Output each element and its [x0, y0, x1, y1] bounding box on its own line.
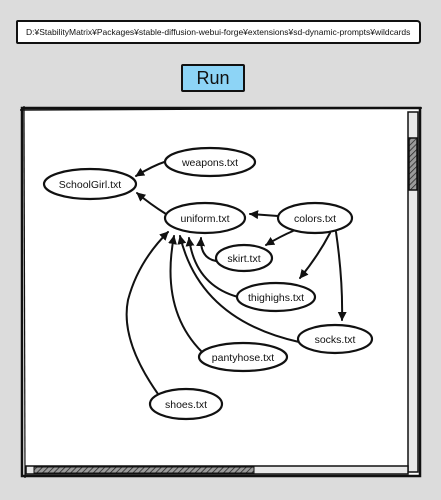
edge-uniform-schoolgirl	[136, 192, 167, 215]
horizontal-scrollbar[interactable]	[25, 465, 409, 475]
node-skirt[interactable]: skirt.txt	[214, 243, 274, 273]
graph-frame-left-edge	[23, 105, 26, 479]
edge-socks-uniform	[177, 235, 300, 343]
vertical-scrollbar-thumb[interactable]	[408, 137, 418, 191]
node-schoolgirl-shape[interactable]	[42, 167, 138, 201]
edge-shoes-uniform	[125, 231, 169, 395]
node-colors-shape[interactable]	[276, 201, 354, 235]
node-colors-label: colors.txt	[294, 213, 336, 225]
node-thighighs-label: thighighs.txt	[248, 292, 304, 304]
node-weapons-shape[interactable]	[163, 146, 257, 178]
node-shoes-label: shoes.txt	[165, 399, 207, 411]
node-colors[interactable]: colors.txt	[276, 201, 354, 235]
node-weapons[interactable]: weapons.txt	[163, 146, 257, 178]
node-socks-label: socks.txt	[315, 334, 356, 346]
node-shoes[interactable]: shoes.txt	[148, 387, 224, 421]
node-uniform-label: uniform.txt	[180, 213, 229, 225]
node-schoolgirl-label: SchoolGirl.txt	[59, 179, 122, 191]
edge-colors-socks	[335, 231, 347, 321]
vertical-scrollbar-track[interactable]	[407, 111, 419, 473]
graph-edges	[125, 160, 347, 395]
node-skirt-shape[interactable]	[214, 243, 274, 273]
node-weapons-label: weapons.txt	[181, 157, 238, 169]
node-pantyhose-shape[interactable]	[197, 341, 289, 373]
edge-colors-thighighs	[299, 232, 331, 279]
edge-thighighs-uniform	[185, 237, 239, 298]
node-pantyhose-label: pantyhose.txt	[212, 352, 275, 364]
node-skirt-label: skirt.txt	[227, 253, 260, 265]
edge-skirt-uniform	[196, 237, 217, 262]
edge-pantyhose-uniform	[168, 235, 203, 353]
node-schoolgirl[interactable]: SchoolGirl.txt	[42, 167, 138, 201]
vertical-scrollbar[interactable]	[407, 111, 419, 473]
node-thighighs-shape[interactable]	[235, 281, 317, 313]
node-socks-shape[interactable]	[296, 323, 374, 355]
edge-colors-skirt	[265, 230, 294, 246]
node-shoes-shape[interactable]	[148, 387, 224, 421]
run-button[interactable]: Run	[181, 64, 245, 92]
node-pantyhose[interactable]: pantyhose.txt	[197, 341, 289, 373]
graph-frame-top-edge	[19, 107, 423, 111]
wildcards-path-field[interactable]: D:¥StabilityMatrix¥Packages¥stable-diffu…	[16, 20, 421, 44]
edge-colors-uniform	[249, 210, 279, 220]
node-uniform[interactable]: uniform.txt	[163, 201, 247, 235]
node-thighighs[interactable]: thighighs.txt	[235, 281, 317, 313]
node-socks[interactable]: socks.txt	[296, 323, 374, 355]
horizontal-scrollbar-thumb[interactable]	[33, 466, 255, 474]
node-uniform-shape[interactable]	[163, 201, 247, 235]
